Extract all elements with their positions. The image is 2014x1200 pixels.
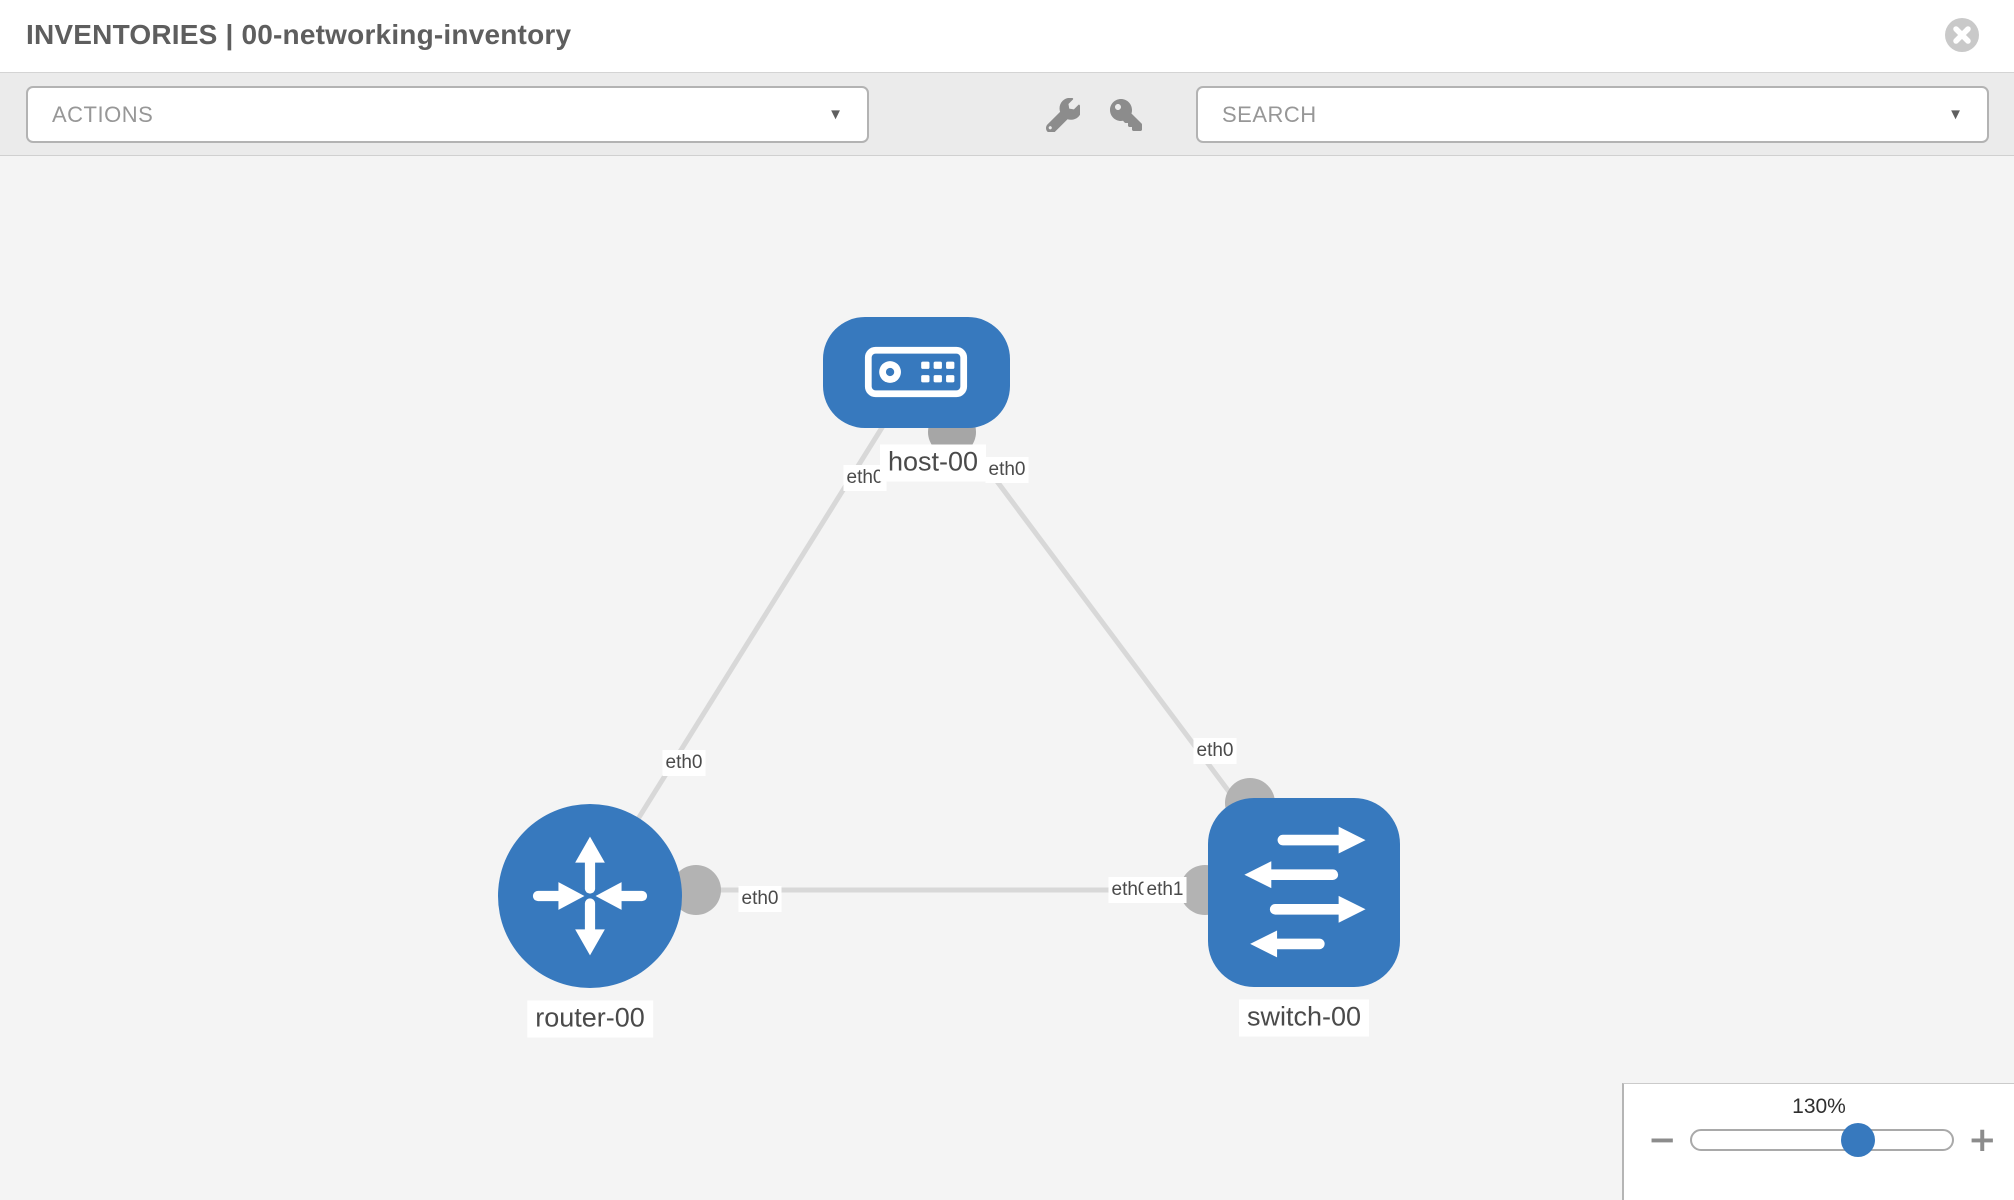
wrench-icon <box>1045 97 1082 134</box>
zoom-out-button[interactable]: − <box>1648 1120 1677 1160</box>
titlebar: INVENTORIES | 00-networking-inventory <box>0 0 2014 72</box>
key-icon <box>1110 99 1142 131</box>
actions-dropdown-label: ACTIONS <box>52 101 154 127</box>
host-icon <box>864 346 968 398</box>
close-icon <box>1945 18 1979 52</box>
node-host-00[interactable] <box>822 316 1010 428</box>
router-icon <box>532 836 648 956</box>
search-dropdown[interactable]: SEARCH ▼ <box>1196 86 1989 143</box>
chevron-down-icon: ▼ <box>828 106 843 123</box>
chevron-down-icon: ▼ <box>1948 106 1963 123</box>
node-switch-00[interactable] <box>1208 797 1400 987</box>
switch-icon <box>1244 826 1366 958</box>
zoom-slider[interactable] <box>1690 1123 1954 1157</box>
zoom-slider-handle[interactable] <box>1841 1123 1876 1157</box>
zoom-in-button[interactable]: + <box>1968 1120 1997 1160</box>
link-line[interactable] <box>587 371 919 898</box>
page-title: INVENTORIES | 00-networking-inventory <box>26 19 572 50</box>
zoom-panel: 130% − + <box>1622 1083 2014 1200</box>
toolbar: ACTIONS ▼ SEARCH ▼ <box>0 72 2014 156</box>
configure-button[interactable] <box>1045 97 1082 134</box>
close-button[interactable] <box>1944 17 1980 53</box>
zoom-level-value: 130% <box>1792 1095 1846 1118</box>
link-endpoint <box>671 865 721 915</box>
links-layer <box>587 371 1307 915</box>
credentials-button[interactable] <box>1110 99 1142 131</box>
actions-dropdown[interactable]: ACTIONS ▼ <box>26 86 869 143</box>
search-dropdown-label: SEARCH <box>1222 101 1317 127</box>
toolbar-tools <box>1045 73 1142 157</box>
node-router-00[interactable] <box>498 804 682 988</box>
